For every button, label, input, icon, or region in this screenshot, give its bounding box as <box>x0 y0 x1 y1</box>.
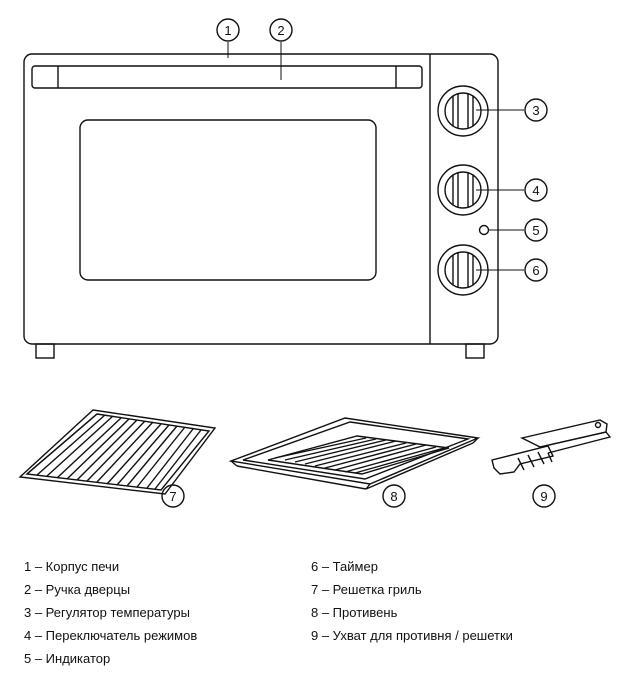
callout-number-9: 9 <box>540 489 547 504</box>
legend-item-6: 6 – Таймер <box>311 559 378 574</box>
legend-item-3: 3 – Регулятор температуры <box>24 605 190 620</box>
callout-number-4: 4 <box>532 183 539 198</box>
oven-foot-right <box>465 343 485 359</box>
oven-diagram: 1 2 3 4 5 6 7 8 9 <box>18 18 612 508</box>
callout-circle-7 <box>161 484 185 508</box>
callout-number-8: 8 <box>390 489 397 504</box>
legend-item-4: 4 – Переключатель режимов <box>24 628 198 643</box>
baking-tray <box>228 417 481 490</box>
callout-circle-3 <box>524 98 548 122</box>
callout-circle-4 <box>524 178 548 202</box>
callout-circle-2 <box>269 18 293 42</box>
oven-body <box>23 53 499 345</box>
temperature-knob <box>437 85 489 137</box>
callout-number-7: 7 <box>169 489 176 504</box>
legend-right: 6 – Таймер 7 – Решетка гриль 8 – Противе… <box>311 555 513 647</box>
legend-item-9: 9 – Ухват для противня / решетки <box>311 628 513 643</box>
callout-number-1: 1 <box>224 23 231 38</box>
door-handle <box>31 65 423 89</box>
callout-circle-9 <box>532 484 556 508</box>
legend-item-7: 7 – Решетка гриль <box>311 582 422 597</box>
tray-handle-tool <box>491 419 612 475</box>
legend-item-2: 2 – Ручка дверцы <box>24 582 131 597</box>
grill-rack <box>18 409 217 495</box>
callout-number-2: 2 <box>277 23 284 38</box>
legend-item-5: 5 – Индикатор <box>24 651 111 666</box>
legend-left: 1 – Корпус печи 2 – Ручка дверцы 3 – Рег… <box>24 555 197 670</box>
legend-item-8: 8 – Противень <box>311 605 398 620</box>
callout-circle-5 <box>524 218 548 242</box>
legend-item-1: 1 – Корпус печи <box>24 559 120 574</box>
oven-foot-left <box>35 343 55 359</box>
callout-number-6: 6 <box>532 263 539 278</box>
door-window <box>79 119 377 281</box>
callout-number-3: 3 <box>532 103 539 118</box>
callout-circle-6 <box>524 258 548 282</box>
callout-circle-1 <box>216 18 240 42</box>
callout-circle-8 <box>382 484 406 508</box>
indicator-light <box>478 224 490 236</box>
callout-number-5: 5 <box>532 223 539 238</box>
